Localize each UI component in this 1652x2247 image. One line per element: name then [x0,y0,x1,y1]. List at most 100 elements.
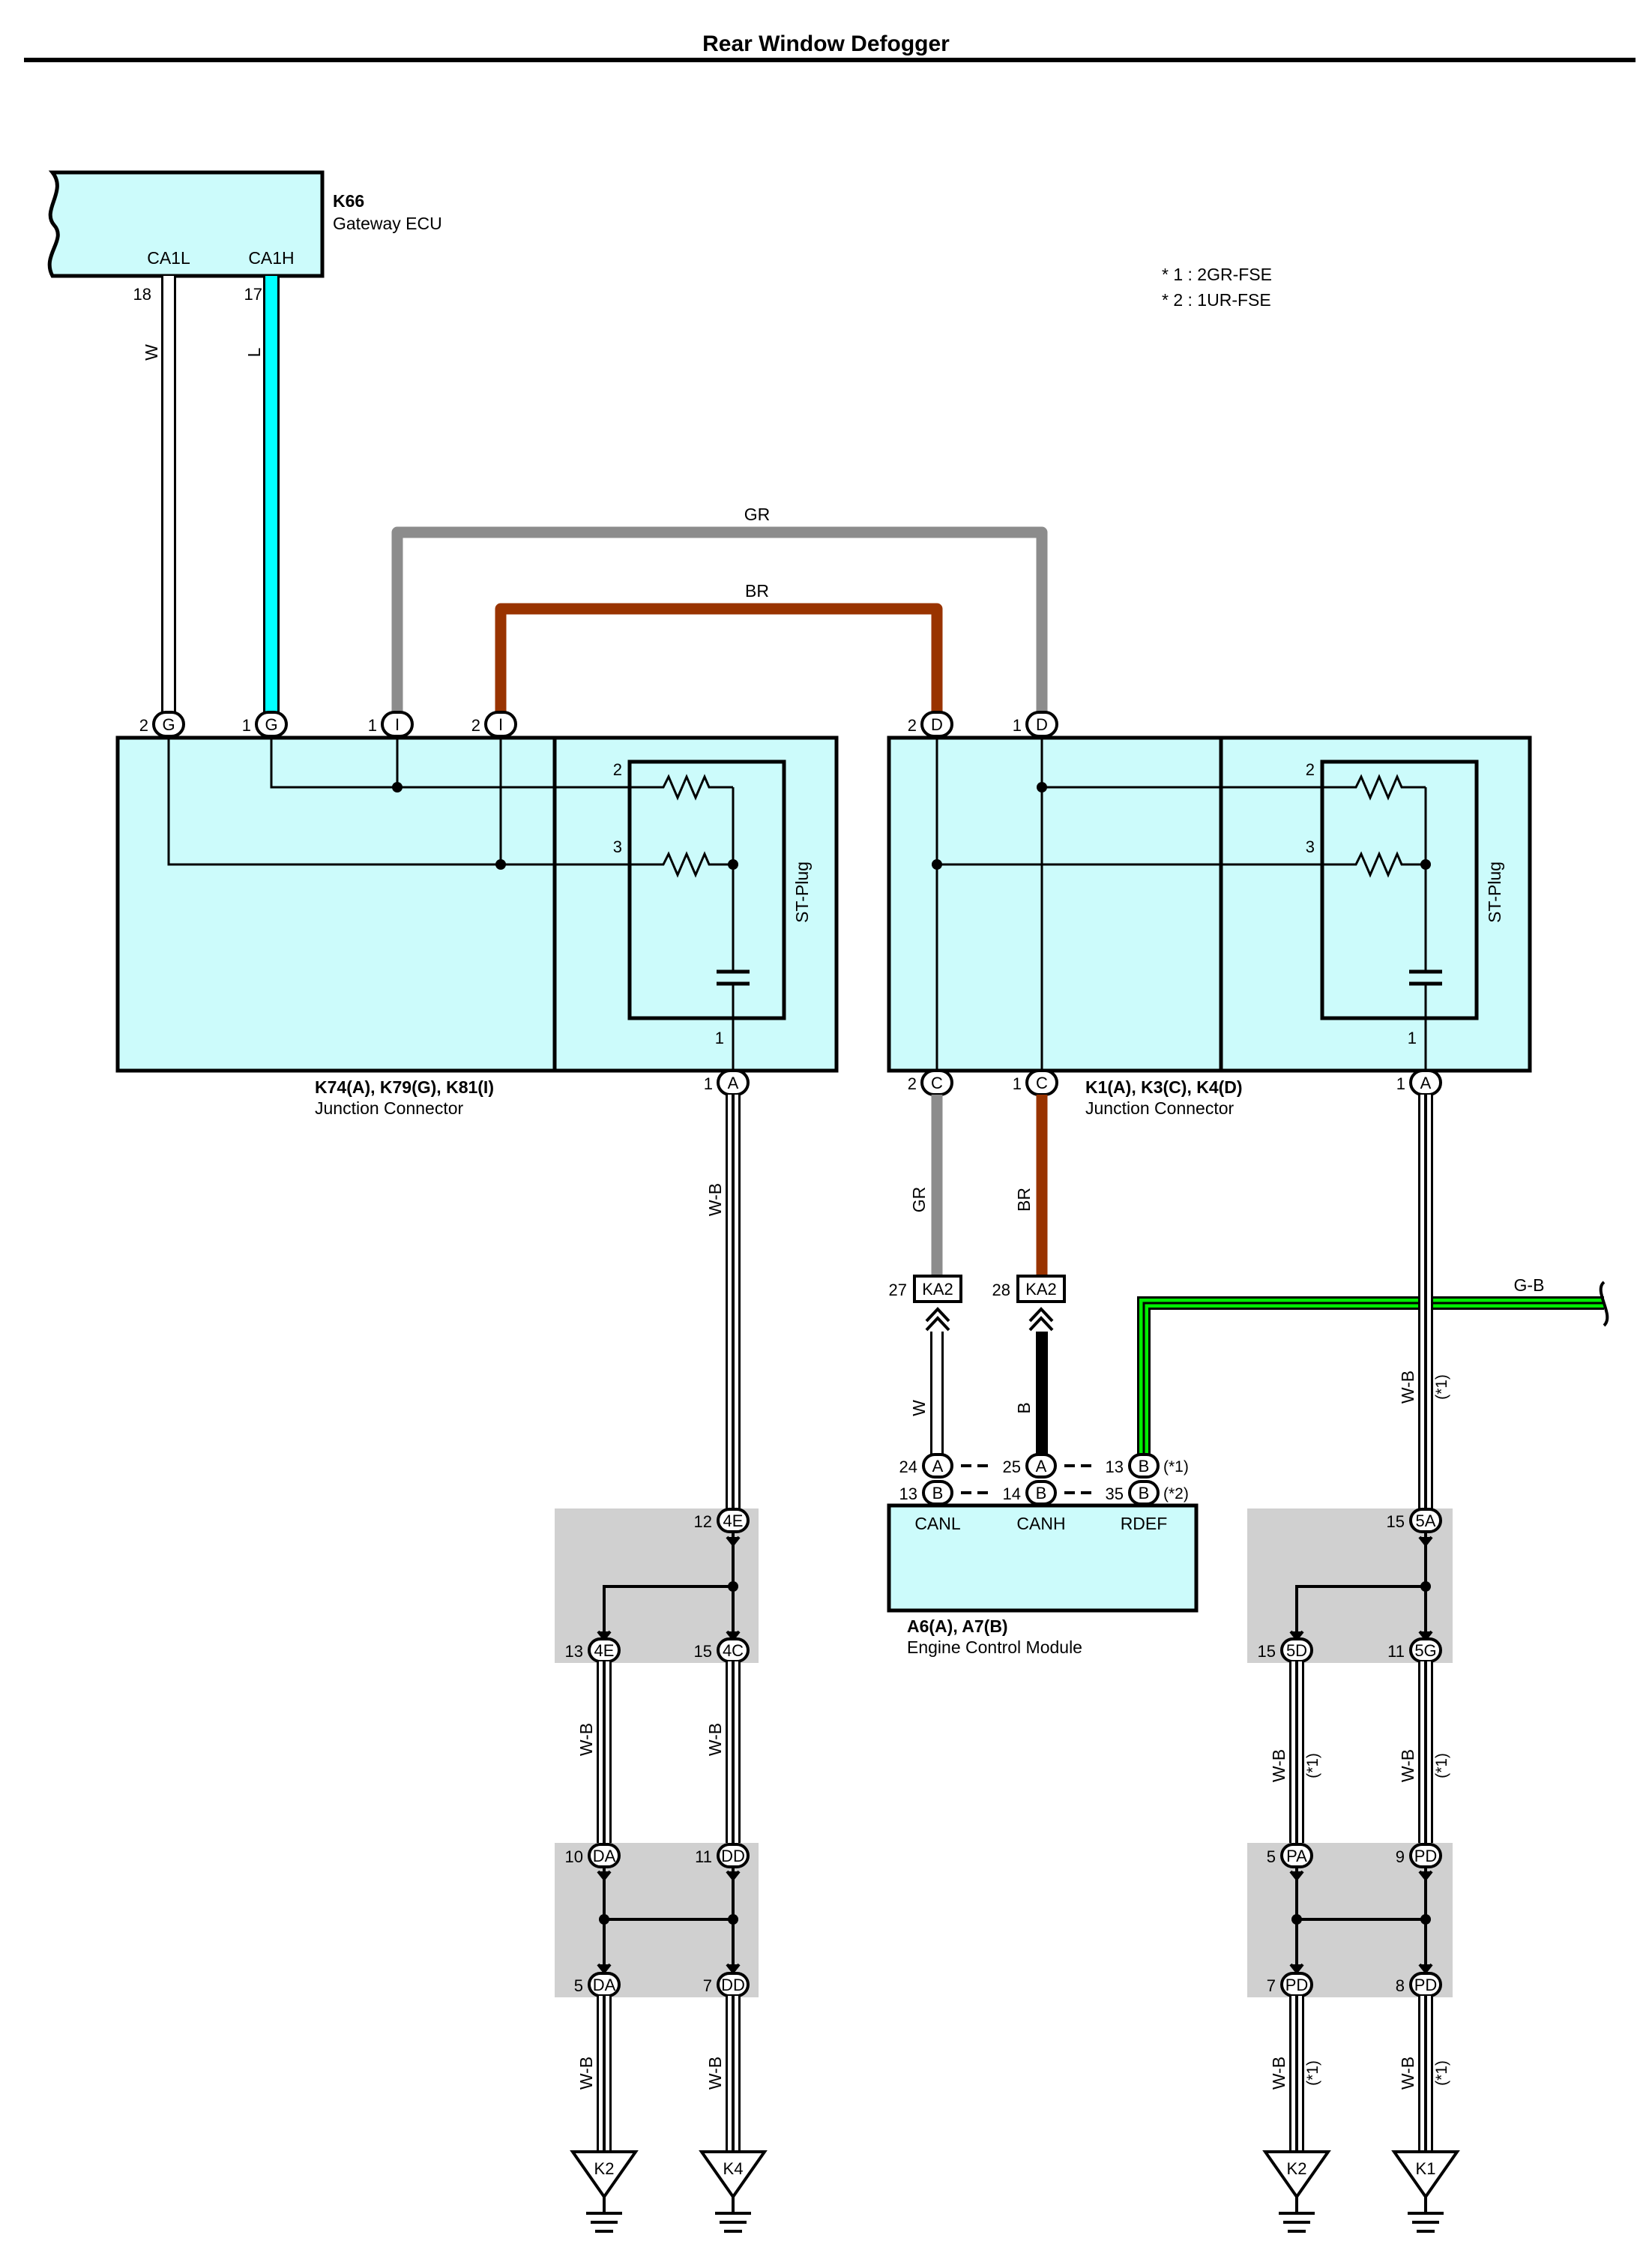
jc-right-resistor-1 [1348,774,1426,801]
svg-text:C: C [931,1074,943,1092]
jc-right-resistor-2 [1348,851,1426,878]
svg-text:13: 13 [1106,1458,1124,1476]
svg-text:B: B [1036,1484,1047,1502]
wire-label-wb-6: W-B [705,2057,725,2090]
svg-text:PD: PD [1285,1976,1309,1994]
gateway-pin-ca1l: CA1L [147,248,190,268]
svg-text:(*1): (*1) [1163,1458,1189,1476]
svg-text:35: 35 [1106,1485,1124,1503]
wire-label-w-bottom: W [909,1400,929,1416]
svg-text:5D: 5D [1286,1641,1307,1660]
svg-text:DD: DD [721,1847,745,1865]
connector-ka2-28: KA2 28 [992,1275,1066,1332]
svg-text:G: G [162,715,175,734]
svg-text:1: 1 [1013,1074,1022,1093]
pin-5a-15: 5A 15 [1387,1508,1442,1533]
jc-left-codes: K74(A), K79(G), K81(I) [315,1077,494,1097]
wire-label-l: L [244,347,264,357]
page-title: Rear Window Defogger [702,31,950,56]
jc-right-res-pin-2: 2 [1306,760,1315,779]
pin-da-10: DA 10 [565,1843,621,1868]
svg-text:A: A [932,1457,944,1476]
pin-d-2: D 2 [908,711,953,738]
svg-text:2: 2 [139,716,148,735]
svg-text:2: 2 [471,716,480,735]
pin-4e-12: 4E 12 [694,1508,750,1533]
jc-left-plug-pin-1: 1 [715,1029,724,1047]
splice-block-4e [555,1508,759,1663]
connector-ka2-27: KA2 27 [889,1275,962,1332]
svg-text:K2: K2 [1287,2159,1307,2178]
splice-block-5a [1247,1508,1453,1663]
ecm-pin-b-35: B 35 (*2) [1106,1480,1189,1505]
wire-label-br-down: BR [1014,1188,1034,1212]
wire-label-wb-1: W-B [705,1183,725,1216]
ecm-pin-b-13-rdef: B 13 (*1) [1106,1453,1189,1479]
pin-c-1: C 1 [1013,1069,1058,1096]
wire-note-1e: (*1) [1433,2060,1450,2086]
wire-br-bridge [495,603,943,714]
svg-text:1: 1 [242,716,251,735]
ecm-pin-canl: CANL [914,1514,961,1533]
jc-right-main-box [887,736,1223,1073]
wire-note-1d: (*1) [1304,2060,1321,2086]
svg-text:PD: PD [1414,1976,1438,1994]
pin-pd-9: PD 9 [1396,1843,1442,1868]
junction-connector-left: ST-Plug 2 3 1 K74(A), K79(G), K81(I) Jun… [115,724,839,1118]
pin-5g-11: 5G 11 [1387,1637,1442,1663]
jc-left-node-1 [392,782,403,792]
jc-right-node-1 [1037,782,1047,792]
svg-text:14: 14 [1003,1485,1021,1503]
gateway-name: Gateway ECU [333,214,442,233]
jc-right-node-2 [932,859,942,870]
svg-text:(*2): (*2) [1163,1485,1189,1502]
ecm-pin-a-25: A 25 [1003,1453,1057,1479]
svg-text:24: 24 [899,1458,917,1476]
st-plug-left [627,759,786,1020]
svg-text:15: 15 [1258,1642,1276,1661]
jc-left-line-h2 [167,724,656,866]
jc-left-resistor-1 [656,774,733,801]
pin-a-1-right: A 1 [1396,1069,1442,1096]
svg-text:1: 1 [704,1074,713,1093]
wire-label-br-bridge: BR [745,581,769,601]
svg-text:A: A [1420,1074,1432,1092]
svg-text:1: 1 [1013,716,1022,735]
pin-pd-7: PD 7 [1267,1972,1313,1997]
wire-label-wb-7: W-B [1269,1749,1288,1782]
note-1ur: * 2 : 1UR-FSE [1162,290,1271,310]
svg-text:K4: K4 [723,2159,744,2178]
svg-text:D: D [931,715,943,734]
jc-left-name: Junction Connector [315,1098,464,1118]
junction-connector-right: ST-Plug 2 3 1 K1(A), K3(C), K4(D) Juncti… [887,724,1532,1118]
pin-g-1: G 1 [242,711,288,738]
svg-text:5: 5 [574,1976,583,1995]
ground-k2-right: K2 [1262,2150,1331,2233]
wire-label-wb-5: W-B [576,2057,596,2090]
svg-text:12: 12 [694,1512,712,1531]
svg-text:4C: 4C [723,1641,744,1660]
svg-text:13: 13 [565,1642,583,1661]
st-plug-left-label: ST-Plug [792,861,812,923]
gateway-ecu-box [47,170,325,278]
svg-text:5: 5 [1267,1847,1276,1866]
svg-text:K1: K1 [1416,2159,1436,2178]
jc-left-plug-box [552,736,839,1073]
splice-block-pa [1247,1843,1453,1997]
wire-label-b: B [1014,1402,1034,1413]
jc-left-res-pin-3: 3 [613,837,622,856]
svg-text:G: G [265,715,277,734]
jc-left-line-h1 [270,724,656,789]
wire-note-1b: (*1) [1304,1753,1321,1778]
ecm-pin-b-13: B 13 [899,1480,953,1505]
st-plug-right-label: ST-Plug [1485,861,1504,923]
pin-pa-5: PA 5 [1267,1843,1313,1868]
ecm-pin-canh: CANH [1016,1514,1065,1533]
ground-k2-left: K2 [570,2150,639,2233]
svg-text:B: B [1139,1457,1150,1476]
pin-g-2: G 2 [139,711,185,738]
svg-text:KA2: KA2 [922,1280,953,1299]
svg-text:1: 1 [368,716,377,735]
svg-text:PA: PA [1286,1847,1307,1865]
